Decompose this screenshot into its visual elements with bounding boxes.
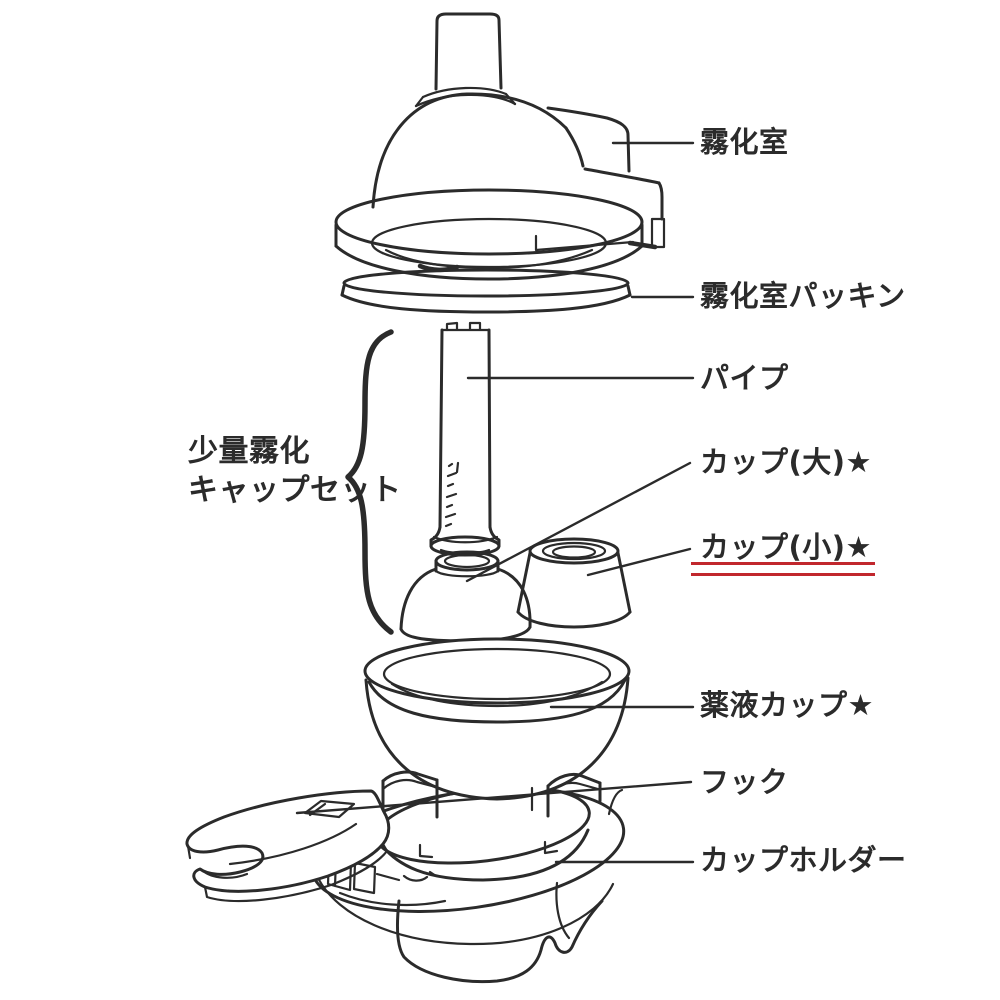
label-cup-large: カップ(大)★ <box>700 445 873 479</box>
label-small-mist-cap-set: 少量霧化 キャップセット <box>188 432 402 510</box>
label-medicine-cup: 薬液カップ★ <box>700 688 874 722</box>
cup-small-drawing <box>516 537 632 629</box>
label-hook: フック <box>700 765 789 799</box>
group-brace <box>345 329 394 635</box>
label-atomization-chamber: 霧化室 <box>700 125 789 159</box>
label-small-mist-cap-set-line1: 少量霧化 <box>188 434 310 469</box>
cup-holder-clips-drawing <box>381 770 602 819</box>
pipe-drawing <box>429 321 501 557</box>
label-small-mist-cap-set-line2: キャップセット <box>188 473 402 508</box>
label-pipe: パイプ <box>700 361 789 395</box>
label-atomization-chamber-packing: 霧化室パッキン <box>700 279 906 313</box>
leader-lines <box>295 141 695 864</box>
packing-ring-drawing <box>340 268 632 314</box>
medicine-cup-drawing <box>363 637 631 801</box>
hook-drawing <box>185 789 391 903</box>
label-cup-small: カップ(小)★ <box>700 530 873 564</box>
label-cup-holder: カップホルダー <box>700 843 907 877</box>
cup-small-highlight-underline <box>691 562 875 576</box>
atomization-chamber-drawing <box>334 12 666 281</box>
cup-large-drawing <box>399 550 532 643</box>
